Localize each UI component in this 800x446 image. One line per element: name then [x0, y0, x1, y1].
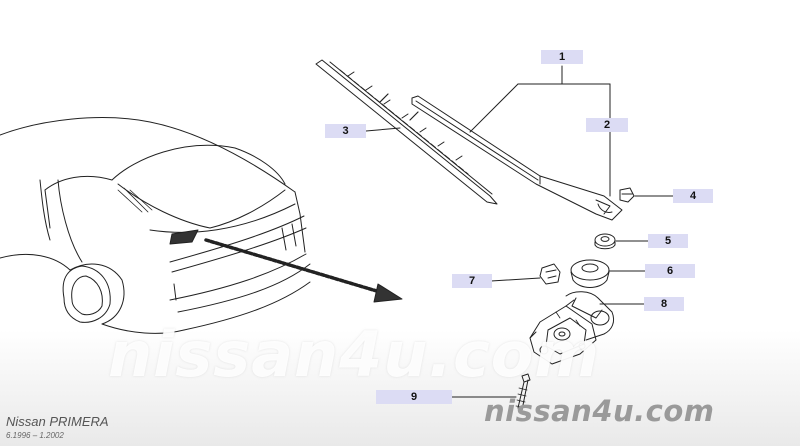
- callout-2: 2: [586, 118, 628, 132]
- grommet: [570, 259, 610, 288]
- callout-4: 4: [673, 189, 713, 203]
- bolt: [515, 373, 531, 411]
- wiper-blade: [315, 59, 498, 205]
- car-rear-illustration: [0, 117, 311, 334]
- watermark-small: nissan4u.com: [484, 394, 715, 428]
- vehicle-years: 6.1996 – 1.2002: [6, 431, 64, 440]
- callout-1: 1: [541, 50, 583, 64]
- callout-6: 6: [645, 264, 695, 278]
- callout-7: 7: [452, 274, 492, 288]
- wiper-motor: [529, 291, 615, 365]
- pointer-arrow: [204, 238, 403, 303]
- bottom-fade: [0, 330, 800, 446]
- vehicle-model: Nissan PRIMERA: [6, 414, 109, 429]
- callout-5: 5: [648, 234, 688, 248]
- leader-lines: [365, 65, 674, 398]
- bracket-clip: [539, 263, 561, 285]
- wiper-arm: [411, 95, 623, 221]
- watermark-large: nissan4u.com: [108, 318, 600, 391]
- arm-nut: [619, 187, 635, 203]
- callout-8: 8: [644, 297, 684, 311]
- callout-3: 3: [325, 124, 366, 138]
- washer: [594, 233, 616, 250]
- callout-9: 9: [376, 390, 452, 404]
